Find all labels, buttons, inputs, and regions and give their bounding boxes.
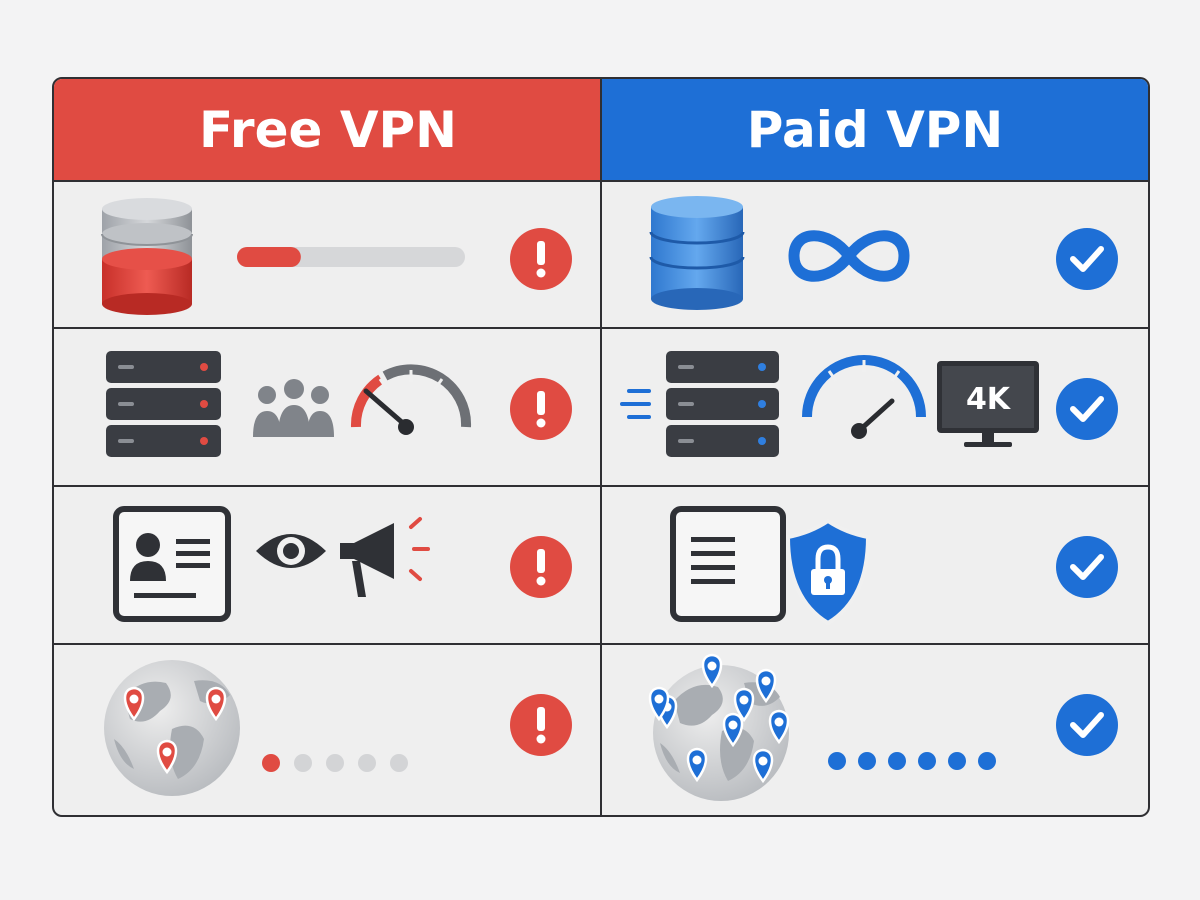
- location-dot: [326, 754, 344, 772]
- location-pins: [123, 686, 227, 775]
- location-pin-icon: [752, 748, 774, 784]
- warning-icon: [510, 378, 572, 440]
- server-icon: [106, 351, 221, 457]
- warning-icon: [510, 536, 572, 598]
- speedometer-icon: [802, 355, 926, 439]
- megaphone-icon: [340, 517, 430, 597]
- speedometer-icon: [350, 364, 472, 435]
- location-dots: [262, 754, 408, 772]
- id-card-icon: [113, 506, 231, 622]
- location-pin-icon: [722, 712, 744, 748]
- location-dot: [858, 752, 876, 770]
- location-pin-icon: [701, 653, 723, 689]
- location-dot: [390, 754, 408, 772]
- location-dot: [358, 754, 376, 772]
- column-divider: [600, 79, 602, 815]
- comparison-table: Free VPN Paid VPN: [52, 77, 1150, 817]
- location-dot: [262, 754, 280, 772]
- location-pin-icon: [733, 687, 755, 723]
- check-icon: [1056, 378, 1118, 440]
- location-dots: [828, 752, 996, 770]
- document-icon: [670, 506, 786, 622]
- check-icon: [1056, 694, 1118, 756]
- location-dot: [828, 752, 846, 770]
- location-dot: [918, 752, 936, 770]
- data-limit-bar: [237, 247, 465, 267]
- check-icon: [1056, 228, 1118, 290]
- globe-icon: [104, 660, 240, 796]
- free-vpn-title: Free VPN: [198, 100, 458, 159]
- paid-vpn-header: Paid VPN: [602, 79, 1148, 182]
- location-pin-icon: [648, 686, 670, 722]
- shield-lock-icon: [785, 518, 871, 626]
- check-icon: [1056, 536, 1118, 598]
- location-dot: [294, 754, 312, 772]
- row-divider: [54, 485, 1148, 487]
- location-pins: [648, 653, 790, 784]
- location-dot: [888, 752, 906, 770]
- server-icon: [666, 351, 779, 457]
- monitor-4k-icon: 4K: [937, 361, 1039, 447]
- globe-icon: [653, 665, 789, 801]
- location-pin-icon: [123, 686, 145, 722]
- eye-icon: [256, 534, 326, 568]
- infinity-icon: [788, 230, 910, 282]
- crowd-users-icon: [253, 379, 334, 437]
- paid-vpn-title: Paid VPN: [746, 100, 1004, 159]
- location-pin-icon: [686, 747, 708, 783]
- monitor-4k-label: 4K: [966, 382, 1012, 417]
- database-icon: [101, 198, 193, 315]
- database-icon: [649, 196, 745, 310]
- speed-lines-icon: [620, 389, 651, 419]
- location-pin-icon: [205, 686, 227, 722]
- location-dot: [948, 752, 966, 770]
- row-divider: [54, 327, 1148, 329]
- location-dot: [978, 752, 996, 770]
- comparison-graphics: 4K: [101, 196, 1118, 801]
- row-divider: [54, 643, 1148, 645]
- free-vpn-header: Free VPN: [54, 79, 602, 182]
- warning-icon: [510, 694, 572, 756]
- location-pin-icon: [755, 668, 777, 704]
- location-pin-icon: [768, 709, 790, 745]
- warning-icon: [510, 228, 572, 290]
- location-pin-icon: [156, 739, 178, 775]
